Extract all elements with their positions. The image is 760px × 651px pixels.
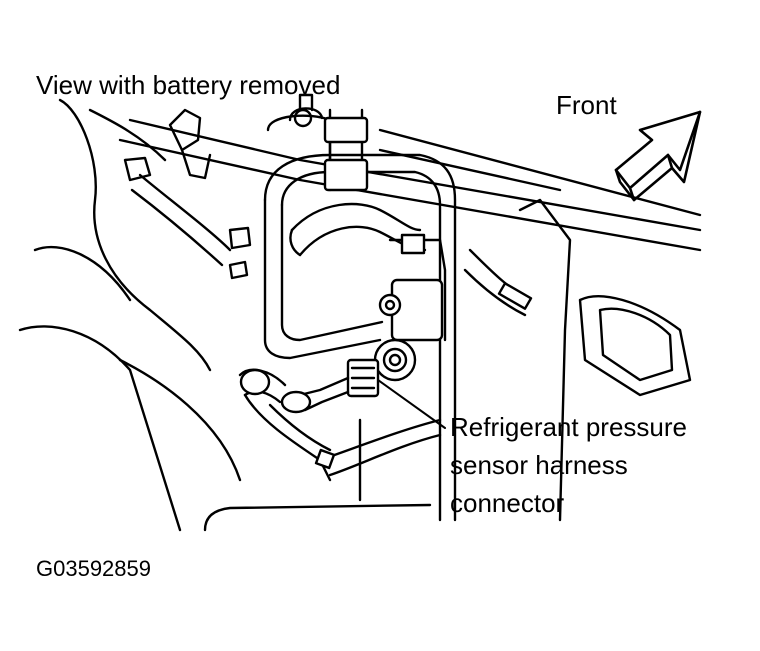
receiver-drier-tank bbox=[266, 93, 332, 182]
vertical-pipe-fittings bbox=[323, 108, 369, 192]
sensor-bracket bbox=[378, 233, 447, 342]
harness-connector bbox=[346, 358, 380, 398]
callout-leader-line bbox=[377, 379, 446, 429]
lower-panel bbox=[203, 418, 432, 532]
front-arrow-icon bbox=[614, 110, 702, 202]
view-caption: View with battery removed bbox=[36, 70, 341, 100]
right-side-structure bbox=[463, 198, 692, 522]
sensor-callout: Refrigerant pressure sensor harness conn… bbox=[450, 408, 687, 522]
front-label: Front bbox=[556, 90, 617, 120]
callout-line-2: sensor harness bbox=[450, 450, 628, 480]
figure-code: G03592859 bbox=[36, 556, 151, 581]
refrigerant-line-loop bbox=[263, 153, 457, 522]
left-body-panel bbox=[18, 98, 242, 532]
left-hose bbox=[130, 173, 232, 267]
callout-line-3: connector bbox=[450, 488, 565, 518]
callout-line-1: Refrigerant pressure bbox=[450, 412, 687, 442]
upper-left-clips bbox=[123, 108, 252, 280]
cowl-lines bbox=[118, 118, 702, 252]
pressure-sensor bbox=[373, 338, 417, 382]
wiring-harness bbox=[238, 368, 442, 482]
